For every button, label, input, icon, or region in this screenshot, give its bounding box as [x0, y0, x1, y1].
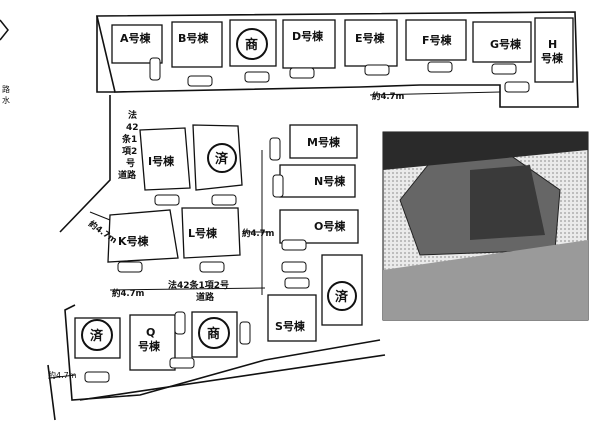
- edge-text-1: 路: [2, 84, 10, 94]
- lot-b-label: B号棟: [178, 31, 209, 45]
- lot-s-label: S号棟: [275, 319, 306, 333]
- top-row-lots: [111, 17, 574, 83]
- mid-left-lots: [107, 124, 243, 263]
- site-photo: [382, 131, 589, 321]
- sold-label-mid: 済: [215, 151, 229, 167]
- commercial-badge-top: [236, 28, 268, 60]
- commercial-badge-bottom: [198, 317, 230, 349]
- road-label-v4: 項2: [122, 146, 137, 157]
- road-label-bottom-1: 法42条1項2号: [168, 279, 229, 291]
- sold-label-right: 済: [335, 289, 349, 305]
- lot-q-label-line1: Q: [146, 326, 155, 339]
- lot-o-label: O号棟: [314, 219, 346, 233]
- sold-badge-right: [327, 281, 357, 311]
- lot-q-label-line2: 号棟: [138, 339, 161, 353]
- lot-g-label: G号棟: [490, 37, 522, 51]
- road-label-v6: 道路: [118, 169, 137, 181]
- lot-i-label: I号棟: [148, 154, 175, 168]
- sold-badge-mid: [207, 143, 237, 173]
- road-lines: [49, 91, 501, 379]
- lot-labels: A号棟 B号棟 D号棟 E号棟 F号棟 G号棟 H 号棟 I号棟 K号棟 L号棟…: [118, 29, 564, 353]
- commercial-label-top: 商: [245, 37, 258, 53]
- sold-badge-bottom: [81, 319, 113, 351]
- vertical-road-label: 法 42 条1 項2 号 道路: [118, 109, 139, 181]
- dimension-corner: 約4.7m: [48, 370, 77, 380]
- north-arrow-icon: [0, 19, 9, 41]
- badges: [81, 28, 357, 351]
- site-boundary: [47, 11, 579, 421]
- road-label-v5: 号: [126, 158, 135, 169]
- lot-l-label: L号棟: [188, 226, 218, 240]
- sold-label-bottom: 済: [90, 328, 104, 344]
- road-label-v2: 42: [126, 123, 139, 133]
- lot-d-label: D号棟: [292, 29, 324, 43]
- lot-f-label: F号棟: [422, 33, 453, 47]
- dimension-mid: 約4.7m: [242, 228, 275, 239]
- lot-h-label-line2: 号棟: [541, 51, 564, 65]
- lot-m-label: M号棟: [307, 135, 341, 149]
- dimension-bottom: 約4.7m: [112, 288, 145, 299]
- lot-k-label: K号棟: [118, 234, 150, 248]
- badge-labels: 商 済 済 済 商: [90, 37, 349, 344]
- lot-n-label: N号棟: [314, 174, 346, 188]
- parking-cars: [84, 57, 530, 383]
- road-label-v1: 法: [128, 109, 137, 121]
- road-label-v3: 条1: [121, 133, 137, 145]
- commercial-label-bottom: 商: [207, 326, 220, 342]
- lot-e-label: E号棟: [355, 31, 386, 45]
- lot-h-label-line1: H: [548, 38, 557, 51]
- road-label-bottom-2: 道路: [196, 291, 215, 303]
- edge-text-2: 水: [2, 95, 10, 105]
- dimension-top: 約4.7m: [372, 91, 405, 102]
- lot-a-label: A号棟: [120, 31, 152, 45]
